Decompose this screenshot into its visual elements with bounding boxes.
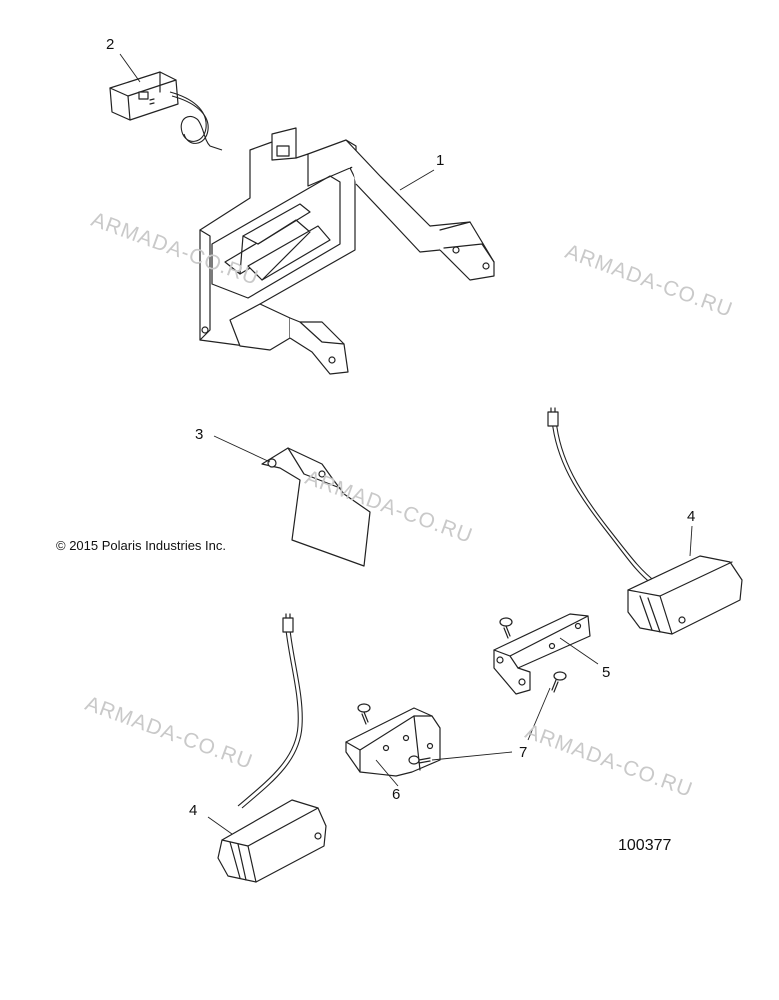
callout-2: 2 [106,36,115,53]
callout-4-lower: 4 [189,802,198,819]
callout-7: 7 [519,744,528,761]
diagram-id: 100377 [618,837,672,854]
leader-lines [119,53,693,835]
copyright-text: © 2015 Polaris Industries Inc. [56,538,226,553]
part-1-bracket [199,127,495,375]
callout-1: 1 [436,152,445,169]
part-6-bracket [345,707,441,777]
part-7-screws [357,617,567,765]
screw-1 [357,703,371,725]
screw-4 [408,755,431,765]
part-2-sensor [109,71,223,151]
callout-3: 3 [195,426,204,443]
callout-4-upper: 4 [687,508,696,525]
part-4-lamp-upper [547,407,743,635]
callout-5: 5 [602,664,611,681]
screw-3 [551,671,567,693]
part-4-lamp-lower [217,613,327,883]
callout-6: 6 [392,786,401,803]
screw-2 [499,617,513,639]
part-5-hinge [493,613,591,695]
part-3-plate [261,447,371,567]
